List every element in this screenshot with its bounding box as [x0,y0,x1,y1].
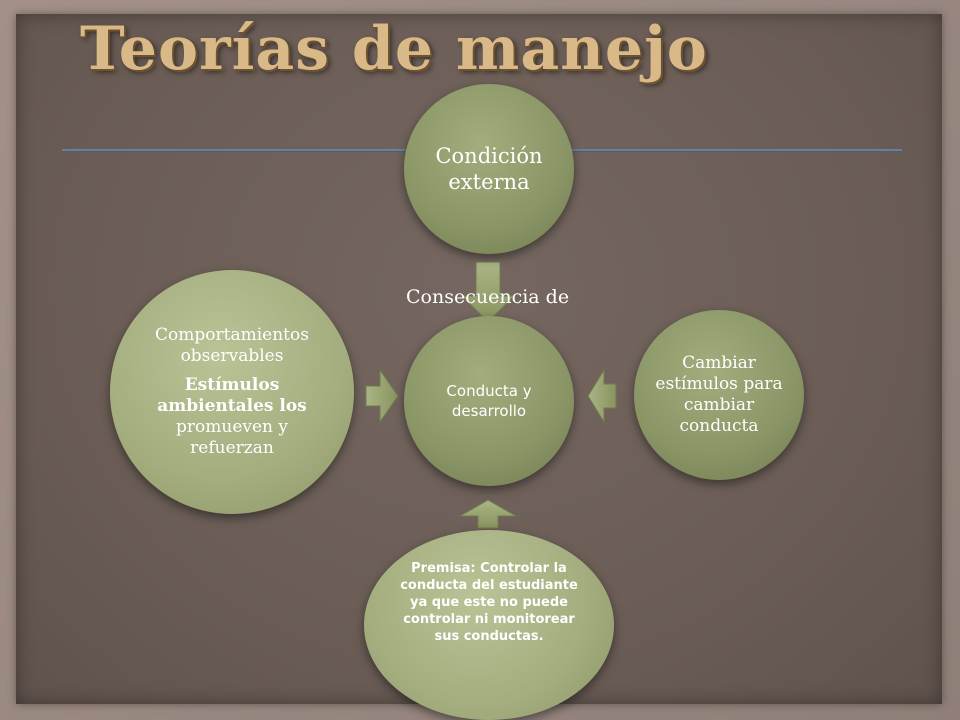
arrow-right [365,368,399,424]
arrow-down [460,261,516,323]
slide-title: Teorías de manejo [80,14,708,84]
node-behavior-development: Conducta y desarrollo [404,316,574,486]
node-observable-behaviors: Comportamientos observables Estímulos am… [110,270,354,514]
arrow-left [587,368,617,424]
node-observable-behaviors-bold: Estímulos ambientales los [157,375,307,416]
node-external-condition: Condición externa [404,84,574,254]
consequence-label: Consecuencia de [406,286,570,308]
node-behavior-development-text: Conducta y desarrollo [446,382,532,420]
node-observable-behaviors-rest: promueven y refuerzan [176,417,288,458]
arrow-up [458,499,518,529]
node-premise: Premisa: Controlar la conducta del estud… [364,530,614,720]
node-observable-behaviors-body: Estímulos ambientales los promueven y re… [138,375,326,459]
node-premise-text: Premisa: Controlar la conducta del estud… [400,561,578,644]
node-change-stimuli: Cambiar estímulos para cambiar conducta [634,310,804,480]
node-external-condition-text: Condición externa [435,144,543,194]
node-observable-behaviors-title: Comportamientos observables [155,325,309,366]
node-change-stimuli-text: Cambiar estímulos para cambiar conducta [655,353,783,436]
